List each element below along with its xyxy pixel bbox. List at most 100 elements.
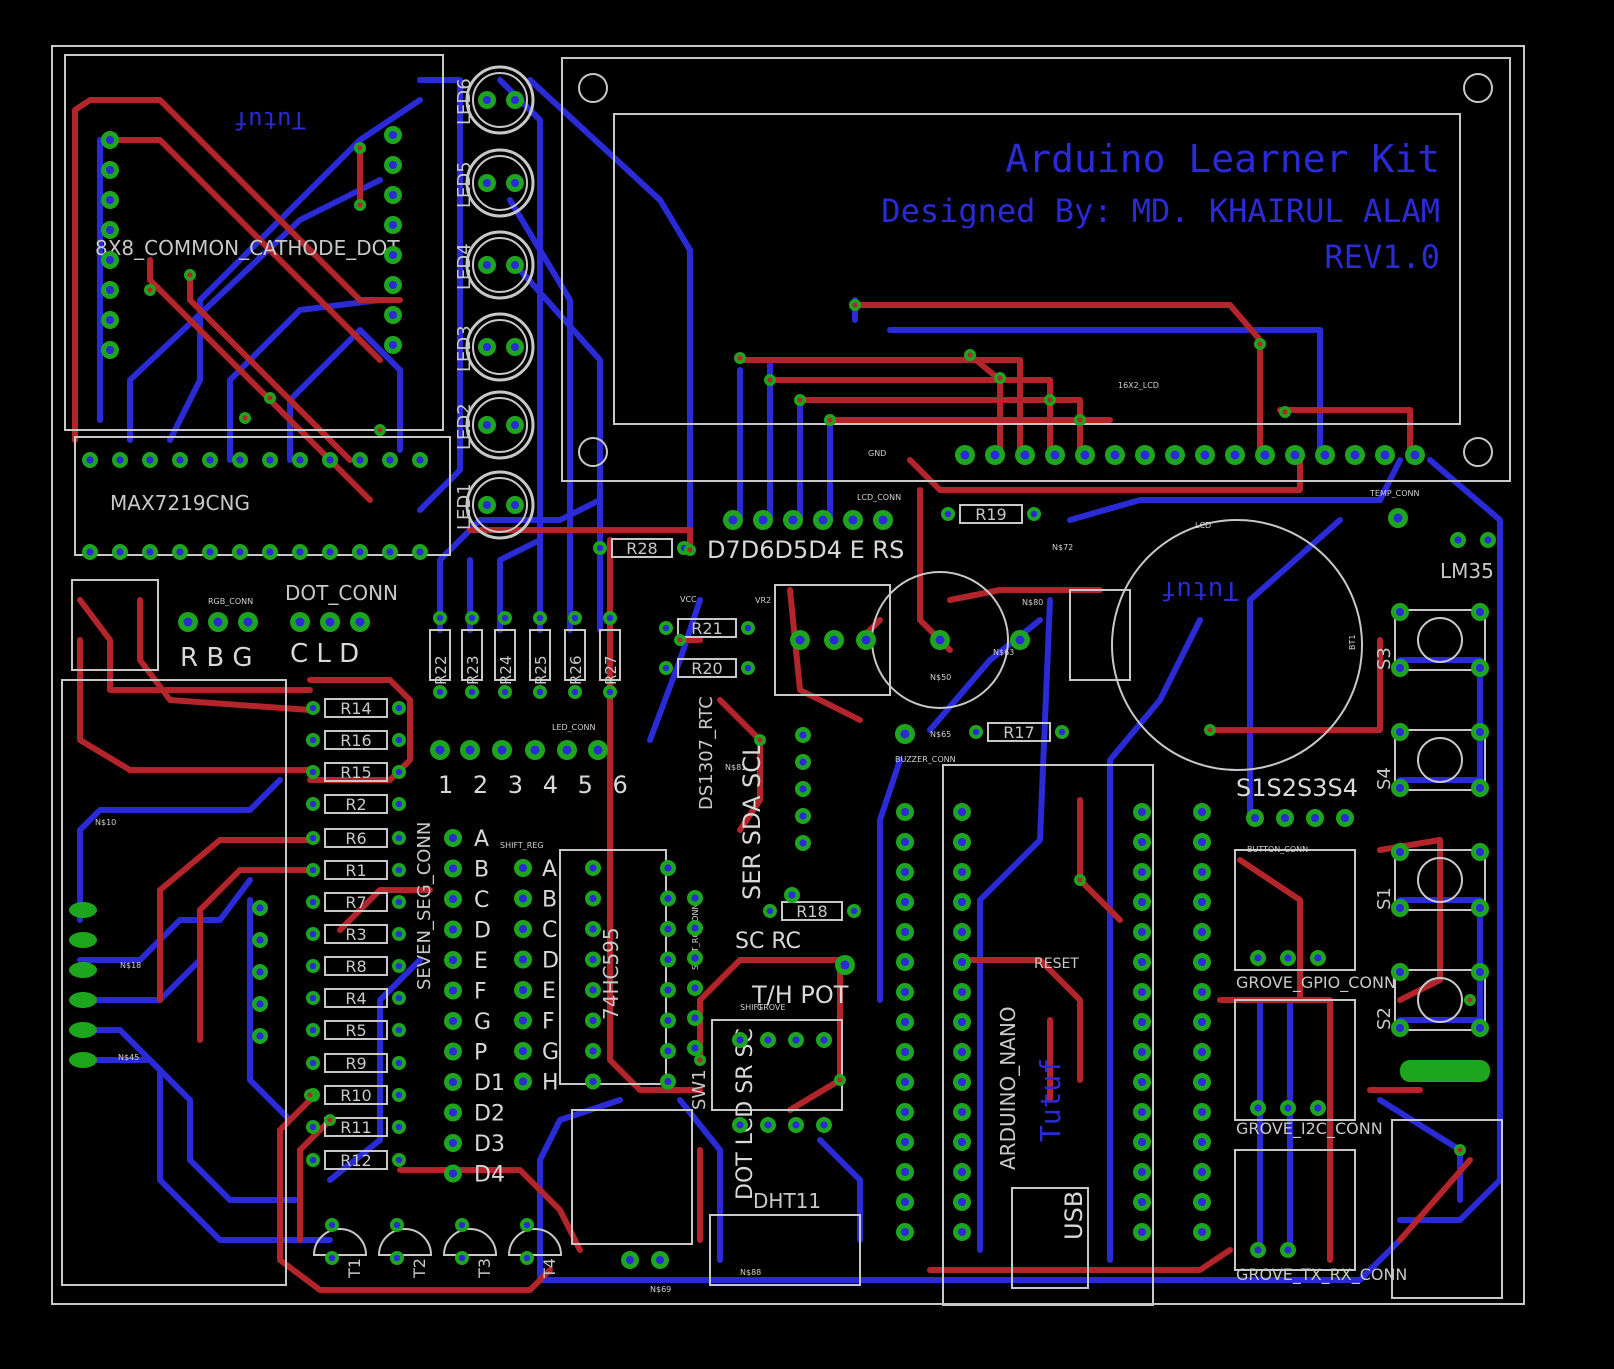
switch-s4[interactable]: S4 [1374,723,1489,797]
resistor-label: R16 [340,731,371,750]
pad-hole [448,1108,458,1117]
transistor-body [312,1228,368,1256]
mount-hole [578,73,608,103]
pad-hole [957,1227,967,1237]
resistor-r11: R11 [306,1117,406,1137]
shift-pin-label: E [542,979,556,1004]
resistor-label: R22 [432,655,450,685]
shift-rg-conn-label: SHIFT_RG_CONN [691,904,700,970]
pad-hole [482,95,492,105]
resistor-r7: R7 [306,892,406,912]
resistor-body [677,658,737,678]
led-body [465,148,535,218]
pad-hole [1290,450,1300,460]
pad-hole [664,1077,672,1086]
net-label: N$72 [1052,543,1073,552]
via-hole [357,145,363,151]
pad-hole [497,745,507,755]
pad-hole [458,1254,466,1262]
pad-hole [448,1138,458,1148]
led-ring [472,319,528,375]
pad-hole [1393,513,1403,523]
switch-s1[interactable]: S1 [1374,843,1489,917]
pad-hole [944,510,952,518]
pad-hole [356,456,364,464]
pad-hole [1110,450,1120,460]
seven-seg-pin-label: D1 [474,1071,505,1096]
pad-hole [1395,607,1405,617]
via-hole [997,375,1003,381]
pad-hole [395,930,403,938]
switch-body [1394,609,1486,671]
led-ring [472,397,528,453]
pad-hole [448,1047,458,1056]
pad-hole [465,745,475,755]
pad-hole [900,729,910,739]
pad-hole [589,925,597,933]
pad-hole [900,927,910,937]
pad-hole [957,987,967,997]
via-hole [1467,997,1473,1003]
pad-hole [664,925,672,933]
edge-pad [69,1052,97,1068]
via-hole [757,737,763,743]
pad-hole [691,1014,699,1022]
power-jack-pad [1400,1060,1490,1082]
pad-hole [395,834,403,842]
resistor-body [324,762,388,782]
pad-hole [393,1221,401,1229]
pad-hole [1197,987,1207,997]
switch-s3[interactable]: S3 [1374,603,1489,677]
led-label: LED5 [454,161,475,208]
pad-hole [606,688,614,696]
pad-hole [458,1221,466,1229]
pad-hole [448,955,458,965]
pad-hole [664,986,672,994]
resistor-label: R5 [345,1021,366,1040]
pad-hole [448,1016,458,1026]
led-body [465,470,535,540]
pad-hole [105,315,115,325]
shift-pin-label: H [542,1071,559,1096]
pad-hole [589,1077,597,1086]
pad-hole [1310,813,1320,823]
sw1-label: SW1 [689,1069,710,1110]
resistor-body [324,892,388,912]
pad-hole [957,1017,967,1027]
pad-hole [1254,1104,1262,1112]
pad-hole [957,897,967,907]
pad-hole [146,548,154,556]
grove-i2c-label: GROVE_I2C_CONN [1236,1119,1383,1139]
pad-hole [589,955,597,964]
pad-hole [395,1026,403,1034]
switch-body [1394,849,1486,911]
resistor-r23: R23 [461,611,483,699]
resistor-r8: R8 [306,956,406,976]
pad-hole [393,1254,401,1262]
pad-hole [792,1121,800,1129]
pad-hole [395,736,403,744]
resistor-r16: R16 [306,730,406,750]
bottom-traces [77,77,1503,1283]
pad-hole [1410,450,1420,460]
pad-hole [326,548,334,556]
switch-s2[interactable]: S2 [1374,963,1489,1037]
via-hole [837,1077,843,1083]
pad-hole [523,1254,531,1262]
switch-cap [1417,737,1463,783]
lcd-conn-label: LCD_CONN [857,493,901,502]
pad-hole [1197,927,1207,937]
pad-hole [1320,450,1330,460]
pad-hole [1197,1017,1207,1027]
pad-hole [1395,727,1405,737]
transistor-t1: T1 [312,1218,368,1279]
pad-hole [960,450,970,460]
pad-hole [900,807,910,817]
resistor-label: R23 [464,655,482,685]
led-label: LED4 [454,243,475,290]
via-hole [242,415,248,421]
pad-hole [1137,957,1147,967]
pad-hole [256,968,264,976]
